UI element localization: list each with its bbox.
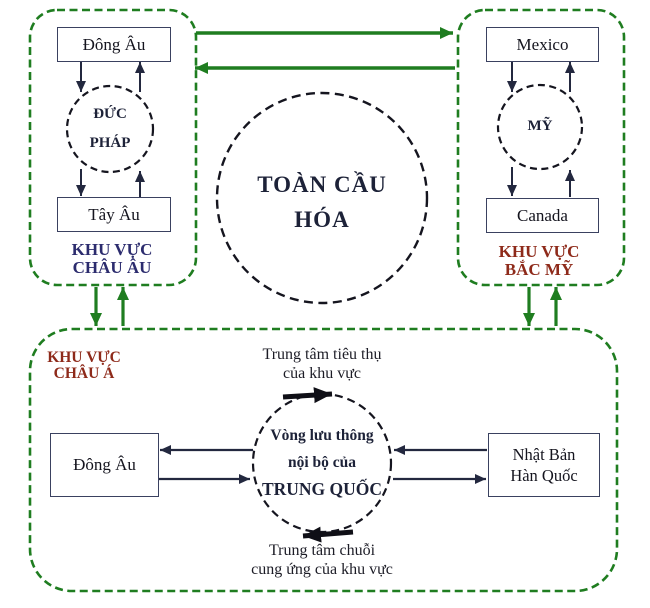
circulation-arrow-bottom [302, 526, 354, 543]
asia-hub-line2: nội bộ của [287, 454, 357, 471]
globalization-title-line1: TOÀN CẦU [257, 172, 387, 197]
globalization-title-line2: HÓA [294, 207, 350, 232]
asia-east-europe-box: Đông Âu [50, 433, 159, 497]
north-america-region-title-line1: KHU VỰC [498, 242, 580, 261]
korea-label: Hàn Quốc [510, 466, 578, 485]
europe-region-border [28, 8, 198, 287]
japan-label: Nhật Bản [512, 445, 576, 464]
asia-east-europe-label: Đông Âu [73, 455, 136, 474]
asia-hub-line3: TRUNG QUỐC [261, 479, 383, 499]
north-america-hub-circle-outline [496, 83, 584, 171]
asia-bottom-caption-line1: Trung tâm chuỗi [268, 542, 376, 559]
europe-east-box: Đông Âu [57, 27, 171, 62]
europe-region-title-line2: CHÂU ÂU [72, 258, 152, 277]
asia-bottom-caption-line2: cung ứng của khu vực [251, 561, 393, 578]
north-america-region-border [456, 8, 626, 287]
asia-region-title-line2: CHÂU Á [53, 365, 115, 382]
europe-west-label: Tây Âu [88, 204, 140, 224]
japan-korea-box: Nhật Bản Hàn Quốc [488, 433, 600, 497]
europe-hub-circle-outline [65, 84, 155, 174]
asia-hub-line1: Vòng lưu thông [270, 427, 374, 444]
asia-top-caption-line1: Trung tâm tiêu thụ [262, 346, 382, 363]
mexico-box: Mexico [486, 27, 599, 62]
globalization-circle-outline [215, 91, 429, 305]
europe-region-title-line1: KHU VỰC [71, 240, 153, 259]
circulation-arrow-top [282, 387, 333, 404]
canada-label: Canada [517, 205, 568, 225]
mexico-label: Mexico [516, 34, 569, 54]
asia-region-border [28, 327, 619, 593]
europe-hub-line2: PHÁP [89, 135, 131, 151]
asia-region-title-line1: KHU VỰC [47, 349, 121, 366]
europe-east-label: Đông Âu [82, 34, 146, 54]
europe-hub-line1: ĐỨC [93, 106, 127, 122]
asia-top-caption-line2: của khu vực [283, 365, 361, 382]
canada-box: Canada [486, 198, 599, 233]
north-america-region-title-line2: BẮC MỸ [504, 260, 574, 279]
north-america-hub-label: MỸ [527, 118, 553, 134]
europe-west-box: Tây Âu [57, 197, 171, 232]
